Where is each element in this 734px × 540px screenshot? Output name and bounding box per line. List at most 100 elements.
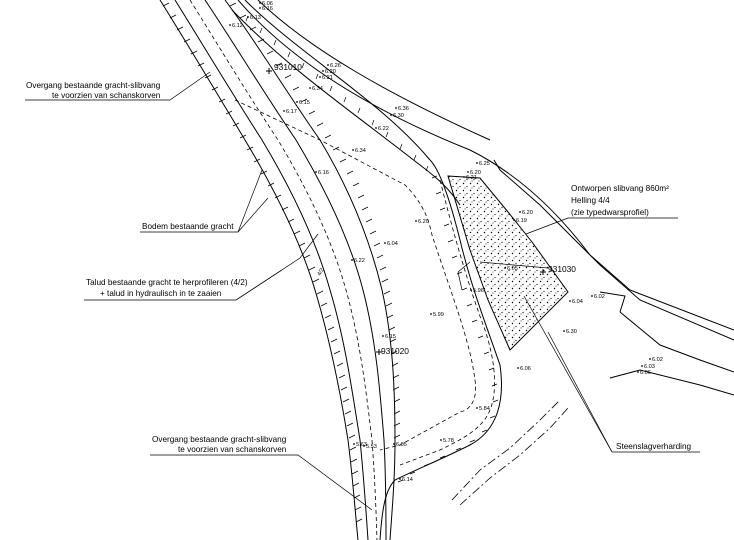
annotation-slibvang-line3: (zie typedwarsprofiel) bbox=[571, 208, 649, 217]
spot-level-label: 6.17 bbox=[286, 109, 297, 115]
annotation-steenslag: Steenslagverharding bbox=[616, 442, 692, 451]
spot-level-dot bbox=[390, 114, 392, 116]
slibvang-fill bbox=[447, 175, 569, 351]
spot-level-label: 6.19 bbox=[516, 218, 527, 224]
spot-level-label: 6.06 bbox=[262, 1, 273, 7]
spot-level-label: 6.22 bbox=[378, 126, 389, 132]
spot-level-label: 6.04 bbox=[572, 299, 583, 305]
spot-level-label: 6.05 bbox=[507, 266, 518, 272]
spot-level-label: 6.30 bbox=[393, 113, 404, 119]
spot-level-label: 6.02 bbox=[652, 357, 663, 363]
spot-level-label: 6.04 bbox=[387, 241, 398, 247]
spot-level-label: 6.21 bbox=[466, 175, 477, 181]
spot-level-label: 5.99 bbox=[433, 312, 444, 318]
ditch-right-slope bbox=[231, 0, 461, 206]
annotation-slibvang-line1: Ontworpen slibvang 860m² bbox=[571, 184, 669, 193]
spot-level-label: 6.14 bbox=[402, 477, 413, 483]
spot-level-dot bbox=[322, 70, 324, 72]
spot-level-dot bbox=[352, 149, 354, 151]
spot-level-dot bbox=[229, 24, 231, 26]
spot-level-dot bbox=[259, 7, 261, 9]
spot-level-dot bbox=[504, 267, 506, 269]
annotation-overgang-top-line2: te voorzien van schanskorven bbox=[52, 91, 161, 100]
spot-level-label: 6.15 bbox=[385, 334, 396, 340]
annotation-talud-line1: Talud bestaande gracht te herprofileren … bbox=[86, 278, 248, 287]
spot-level-dot bbox=[415, 220, 417, 222]
spot-level-dot bbox=[649, 358, 651, 360]
spot-level-dot bbox=[467, 171, 469, 173]
spot-level-label: 6.20 bbox=[522, 210, 533, 216]
annotation-talud-line2: + talud in hydraulisch in te zaaien bbox=[100, 289, 222, 298]
spot-level-dot bbox=[353, 443, 355, 445]
spot-level-label: 6.26 bbox=[330, 63, 341, 69]
spot-level-dot bbox=[440, 439, 442, 441]
spot-level-label: 6.20 bbox=[418, 219, 429, 225]
spot-level-label: 6.34 bbox=[312, 86, 323, 92]
annotation-overgang-bottom-line1: Overgang bestaande gracht-slibvang bbox=[152, 435, 287, 444]
point-label-931010: 931010 bbox=[274, 62, 302, 72]
point-label-931030: 931030 bbox=[548, 264, 576, 274]
spot-level-dot bbox=[513, 219, 515, 221]
spot-level-dot bbox=[470, 289, 472, 291]
spot-level-dot bbox=[382, 335, 384, 337]
spot-level-label: 6.20 bbox=[470, 170, 481, 176]
spot-level-dot bbox=[384, 242, 386, 244]
spot-level-dot bbox=[463, 176, 465, 178]
spot-level-dot bbox=[315, 171, 317, 173]
slope-ratio-label: 4/2 bbox=[317, 267, 326, 277]
spot-level-dot bbox=[309, 87, 311, 89]
spot-level-dot bbox=[363, 445, 365, 447]
ditch-outer-slope bbox=[159, 0, 396, 540]
spot-level-dot bbox=[430, 313, 432, 315]
spot-levels: 6.126.136.166.066.266.206.216.346.156.17… bbox=[229, 1, 663, 483]
spot-level-label: 6.34 bbox=[355, 148, 366, 154]
spot-level-label: 5.78 bbox=[443, 438, 454, 444]
spot-level-dot bbox=[351, 259, 353, 261]
spot-level-label: 5.53 bbox=[366, 444, 377, 450]
annotation-overgang-top-line1: Overgang bestaande gracht-slibvang bbox=[26, 81, 161, 90]
spot-level-dot bbox=[517, 367, 519, 369]
spot-level-label: 6.02 bbox=[594, 294, 605, 300]
spot-level-dot bbox=[476, 407, 478, 409]
spot-level-label: 6.12 bbox=[232, 23, 243, 29]
leader-lines bbox=[25, 71, 700, 511]
spot-level-dot bbox=[259, 2, 261, 4]
spot-level-dot bbox=[319, 76, 321, 78]
spot-level-label: 6.13 bbox=[250, 15, 261, 21]
spot-level-label: 6.36 bbox=[398, 106, 409, 112]
slibvang-basin bbox=[234, 99, 502, 540]
spot-level-dot bbox=[591, 295, 593, 297]
spot-level-label: 6.16 bbox=[318, 170, 329, 176]
annotation-overgang-bottom-line2: te voorzien van schanskorven bbox=[178, 445, 287, 454]
spot-level-dot bbox=[563, 330, 565, 332]
spot-level-label: 6.20 bbox=[325, 69, 336, 75]
spot-level-label: 5.84 bbox=[479, 406, 490, 412]
spot-level-dot bbox=[399, 478, 401, 480]
spot-level-label: 6.03 bbox=[644, 364, 655, 370]
annotation-slibvang-line2: Helling 4/4 bbox=[571, 196, 610, 205]
spot-level-label: 6.05 bbox=[396, 442, 407, 448]
spot-level-dot bbox=[375, 127, 377, 129]
spot-level-label: 6.16 bbox=[262, 6, 273, 12]
road-edges bbox=[237, 0, 734, 396]
spot-level-dot bbox=[395, 107, 397, 109]
survey-markers bbox=[266, 68, 546, 355]
spot-level-label: 6.30 bbox=[566, 329, 577, 335]
spot-level-dot bbox=[393, 443, 395, 445]
spot-level-dot bbox=[283, 110, 285, 112]
spot-level-label: 6.06 bbox=[520, 366, 531, 372]
spot-level-label: 6.22 bbox=[354, 258, 365, 264]
spot-level-dot bbox=[476, 162, 478, 164]
annotation-bodem: Bodem bestaande gracht bbox=[142, 222, 234, 231]
spot-level-dot bbox=[327, 64, 329, 66]
spot-level-label: 5.63 bbox=[356, 442, 367, 448]
spot-level-dot bbox=[296, 101, 298, 103]
spot-level-label: 6.06 bbox=[640, 370, 651, 376]
spot-level-dot bbox=[247, 16, 249, 18]
spot-level-label: 6.25 bbox=[479, 161, 490, 167]
spot-level-dot bbox=[641, 365, 643, 367]
spot-level-dot bbox=[637, 371, 639, 373]
spot-level-label: 6.15 bbox=[299, 100, 310, 106]
steenslag-band bbox=[451, 399, 569, 506]
